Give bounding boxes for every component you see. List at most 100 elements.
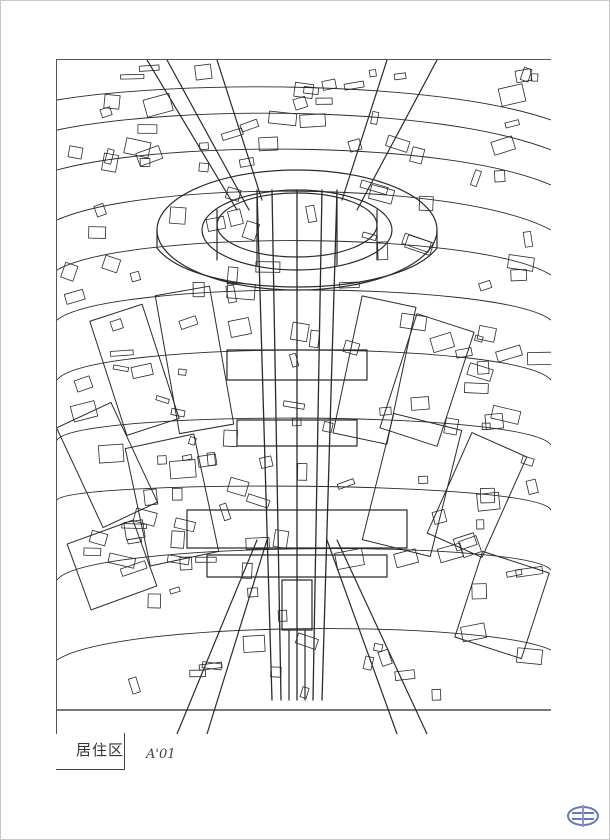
- window-panel: [129, 270, 142, 283]
- window-panel: [270, 666, 282, 678]
- window-panel: [119, 560, 148, 577]
- window-panel: [195, 556, 217, 563]
- window-panel: [60, 261, 79, 282]
- window-panel: [409, 146, 426, 165]
- window-panel: [288, 352, 300, 368]
- window-panel: [361, 231, 378, 242]
- window-panel: [490, 404, 522, 425]
- window-panel: [299, 113, 327, 128]
- window-panel: [460, 622, 487, 643]
- window-panel: [170, 530, 186, 549]
- window-panel: [370, 111, 380, 125]
- window-panel: [169, 586, 181, 595]
- window-panel: [476, 360, 490, 375]
- window-panel: [321, 78, 337, 91]
- window-panel: [67, 145, 84, 160]
- window-panel: [142, 92, 174, 118]
- window-panel: [452, 532, 478, 552]
- bridge-blocks: [186, 349, 408, 701]
- window-panel: [497, 83, 527, 107]
- window-panel: [495, 344, 523, 363]
- window-panel: [199, 142, 209, 151]
- window-panel: [88, 226, 107, 239]
- window-panel: [463, 382, 489, 395]
- window-panel: [73, 375, 94, 393]
- window-panel: [83, 547, 102, 557]
- right-towers: [332, 295, 550, 660]
- window-panel: [226, 266, 239, 285]
- window-panel: [247, 587, 259, 598]
- window-panel: [399, 312, 428, 332]
- window-panel: [227, 317, 252, 338]
- window-panel: [121, 523, 147, 530]
- window-panel: [166, 554, 190, 566]
- window-panel: [291, 417, 302, 427]
- window-panel: [277, 609, 288, 622]
- window-panel: [135, 145, 164, 167]
- window-panel: [394, 669, 416, 681]
- window-panel: [514, 68, 533, 84]
- window-panel: [197, 453, 218, 468]
- window-panel: [315, 97, 333, 105]
- window-panel: [97, 443, 125, 464]
- window-panel: [107, 552, 137, 569]
- window-panel: [173, 517, 196, 533]
- window-panel: [362, 655, 375, 671]
- window-panel: [342, 339, 361, 356]
- window-panel: [385, 134, 411, 153]
- window-panel: [255, 261, 281, 273]
- window-panel: [194, 63, 213, 81]
- window-panel: [292, 95, 309, 111]
- window-panel: [490, 135, 516, 156]
- window-panel: [192, 281, 205, 298]
- window-panel: [245, 493, 271, 509]
- window-panel: [393, 72, 407, 81]
- window-panel: [379, 406, 392, 416]
- window-panel: [172, 487, 183, 501]
- window-panel: [367, 184, 396, 205]
- window-panel: [347, 138, 363, 153]
- window-panel: [112, 364, 130, 373]
- window-panel: [506, 254, 535, 272]
- window-panel: [305, 204, 318, 224]
- window-panel: [224, 186, 242, 202]
- window-panel: [308, 329, 321, 349]
- window-panel: [343, 80, 365, 91]
- window-panel: [99, 106, 113, 119]
- window-panel: [63, 288, 86, 305]
- window-panel: [177, 368, 187, 376]
- window-panel: [474, 334, 484, 343]
- window-panel: [258, 136, 279, 152]
- window-panel: [220, 127, 244, 141]
- window-panel: [299, 686, 310, 699]
- window-panel: [169, 459, 197, 480]
- window-panel: [241, 220, 260, 242]
- window-panel: [143, 488, 159, 506]
- window-panel: [222, 429, 238, 448]
- title-box: [56, 733, 125, 770]
- window-panel: [93, 203, 107, 218]
- central-tower: [256, 189, 338, 701]
- window-panel: [297, 463, 308, 481]
- window-panel: [109, 349, 134, 357]
- window-panel: [401, 232, 432, 253]
- window-panel: [410, 396, 430, 411]
- window-panel: [103, 93, 121, 110]
- window-panel: [101, 152, 119, 173]
- window-panel: [178, 315, 199, 330]
- window-panel: [226, 282, 256, 301]
- window-panel: [132, 507, 158, 527]
- window-panel: [272, 529, 290, 549]
- window-panel: [267, 110, 298, 127]
- window-panel: [520, 455, 535, 467]
- window-panel: [293, 81, 315, 99]
- window-panel: [69, 400, 99, 423]
- window-panel: [258, 455, 274, 469]
- window-panel: [219, 502, 232, 522]
- window-panel: [187, 436, 197, 446]
- window-panel: [336, 478, 356, 490]
- window-panel: [101, 254, 122, 274]
- city-shaft-sketch: [57, 60, 551, 734]
- window-panel: [155, 395, 170, 405]
